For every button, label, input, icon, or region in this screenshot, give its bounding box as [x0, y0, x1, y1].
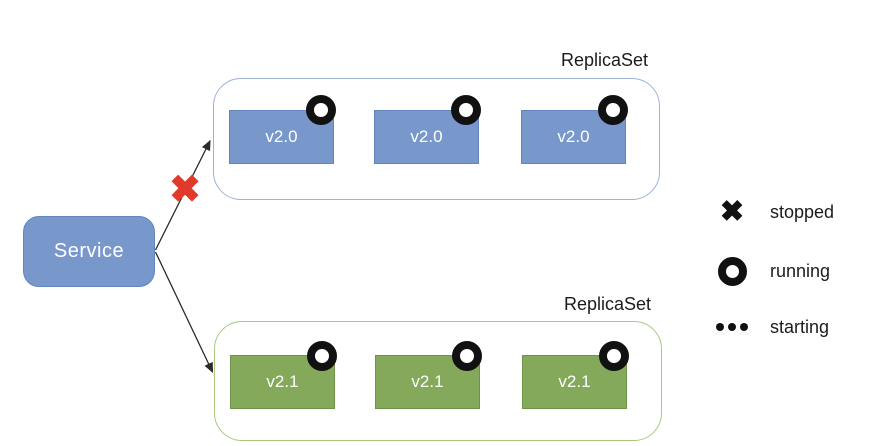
dot [728, 323, 736, 331]
legend-icon-cell [706, 256, 758, 286]
service-label: Service [53, 240, 125, 262]
running-circle-icon [306, 95, 336, 125]
pod-label: v2.1 [411, 372, 444, 391]
legend-icon-cell: ✖ [706, 195, 758, 228]
legend-label: starting [770, 316, 830, 337]
starting-dots-icon [716, 323, 748, 331]
pod-label: v2.0 [410, 127, 443, 146]
legend-item-starting: starting [706, 305, 871, 349]
pod-label: v2.0 [265, 127, 298, 146]
running-circle-icon [717, 256, 747, 286]
stopped-x-icon: ✖ [169, 169, 201, 211]
pod-box: v2.1 [522, 355, 627, 409]
pod-label: v2.1 [266, 372, 299, 391]
legend-item-stopped: ✖ stopped [706, 190, 871, 234]
arrow-service-to-v21 [154, 251, 214, 374]
legend-item-running: running [706, 249, 871, 293]
replicaset-bottom-label: ReplicaSet [563, 294, 651, 314]
running-circle-icon [598, 95, 628, 125]
running-circle-icon [452, 341, 482, 371]
pod-label: v2.1 [558, 372, 591, 391]
legend-label: running [770, 260, 831, 281]
legend-label: stopped [770, 201, 835, 222]
pod-label: v2.0 [557, 127, 590, 146]
replicaset-top-container: v2.0 v2.0 v2.0 [213, 78, 660, 200]
replicaset-top-label: ReplicaSet [560, 50, 648, 70]
dot [716, 323, 724, 331]
dot [740, 323, 748, 331]
running-circle-icon [307, 341, 337, 371]
legend-icon-cell [706, 323, 758, 331]
replicaset-bottom-container: v2.1 v2.1 v2.1 [214, 321, 662, 441]
running-circle-icon [599, 341, 629, 371]
pod-box: v2.1 [230, 355, 335, 409]
running-circle-icon [451, 95, 481, 125]
stopped-x-icon: ✖ [719, 195, 745, 228]
service-node: Service [23, 216, 155, 287]
